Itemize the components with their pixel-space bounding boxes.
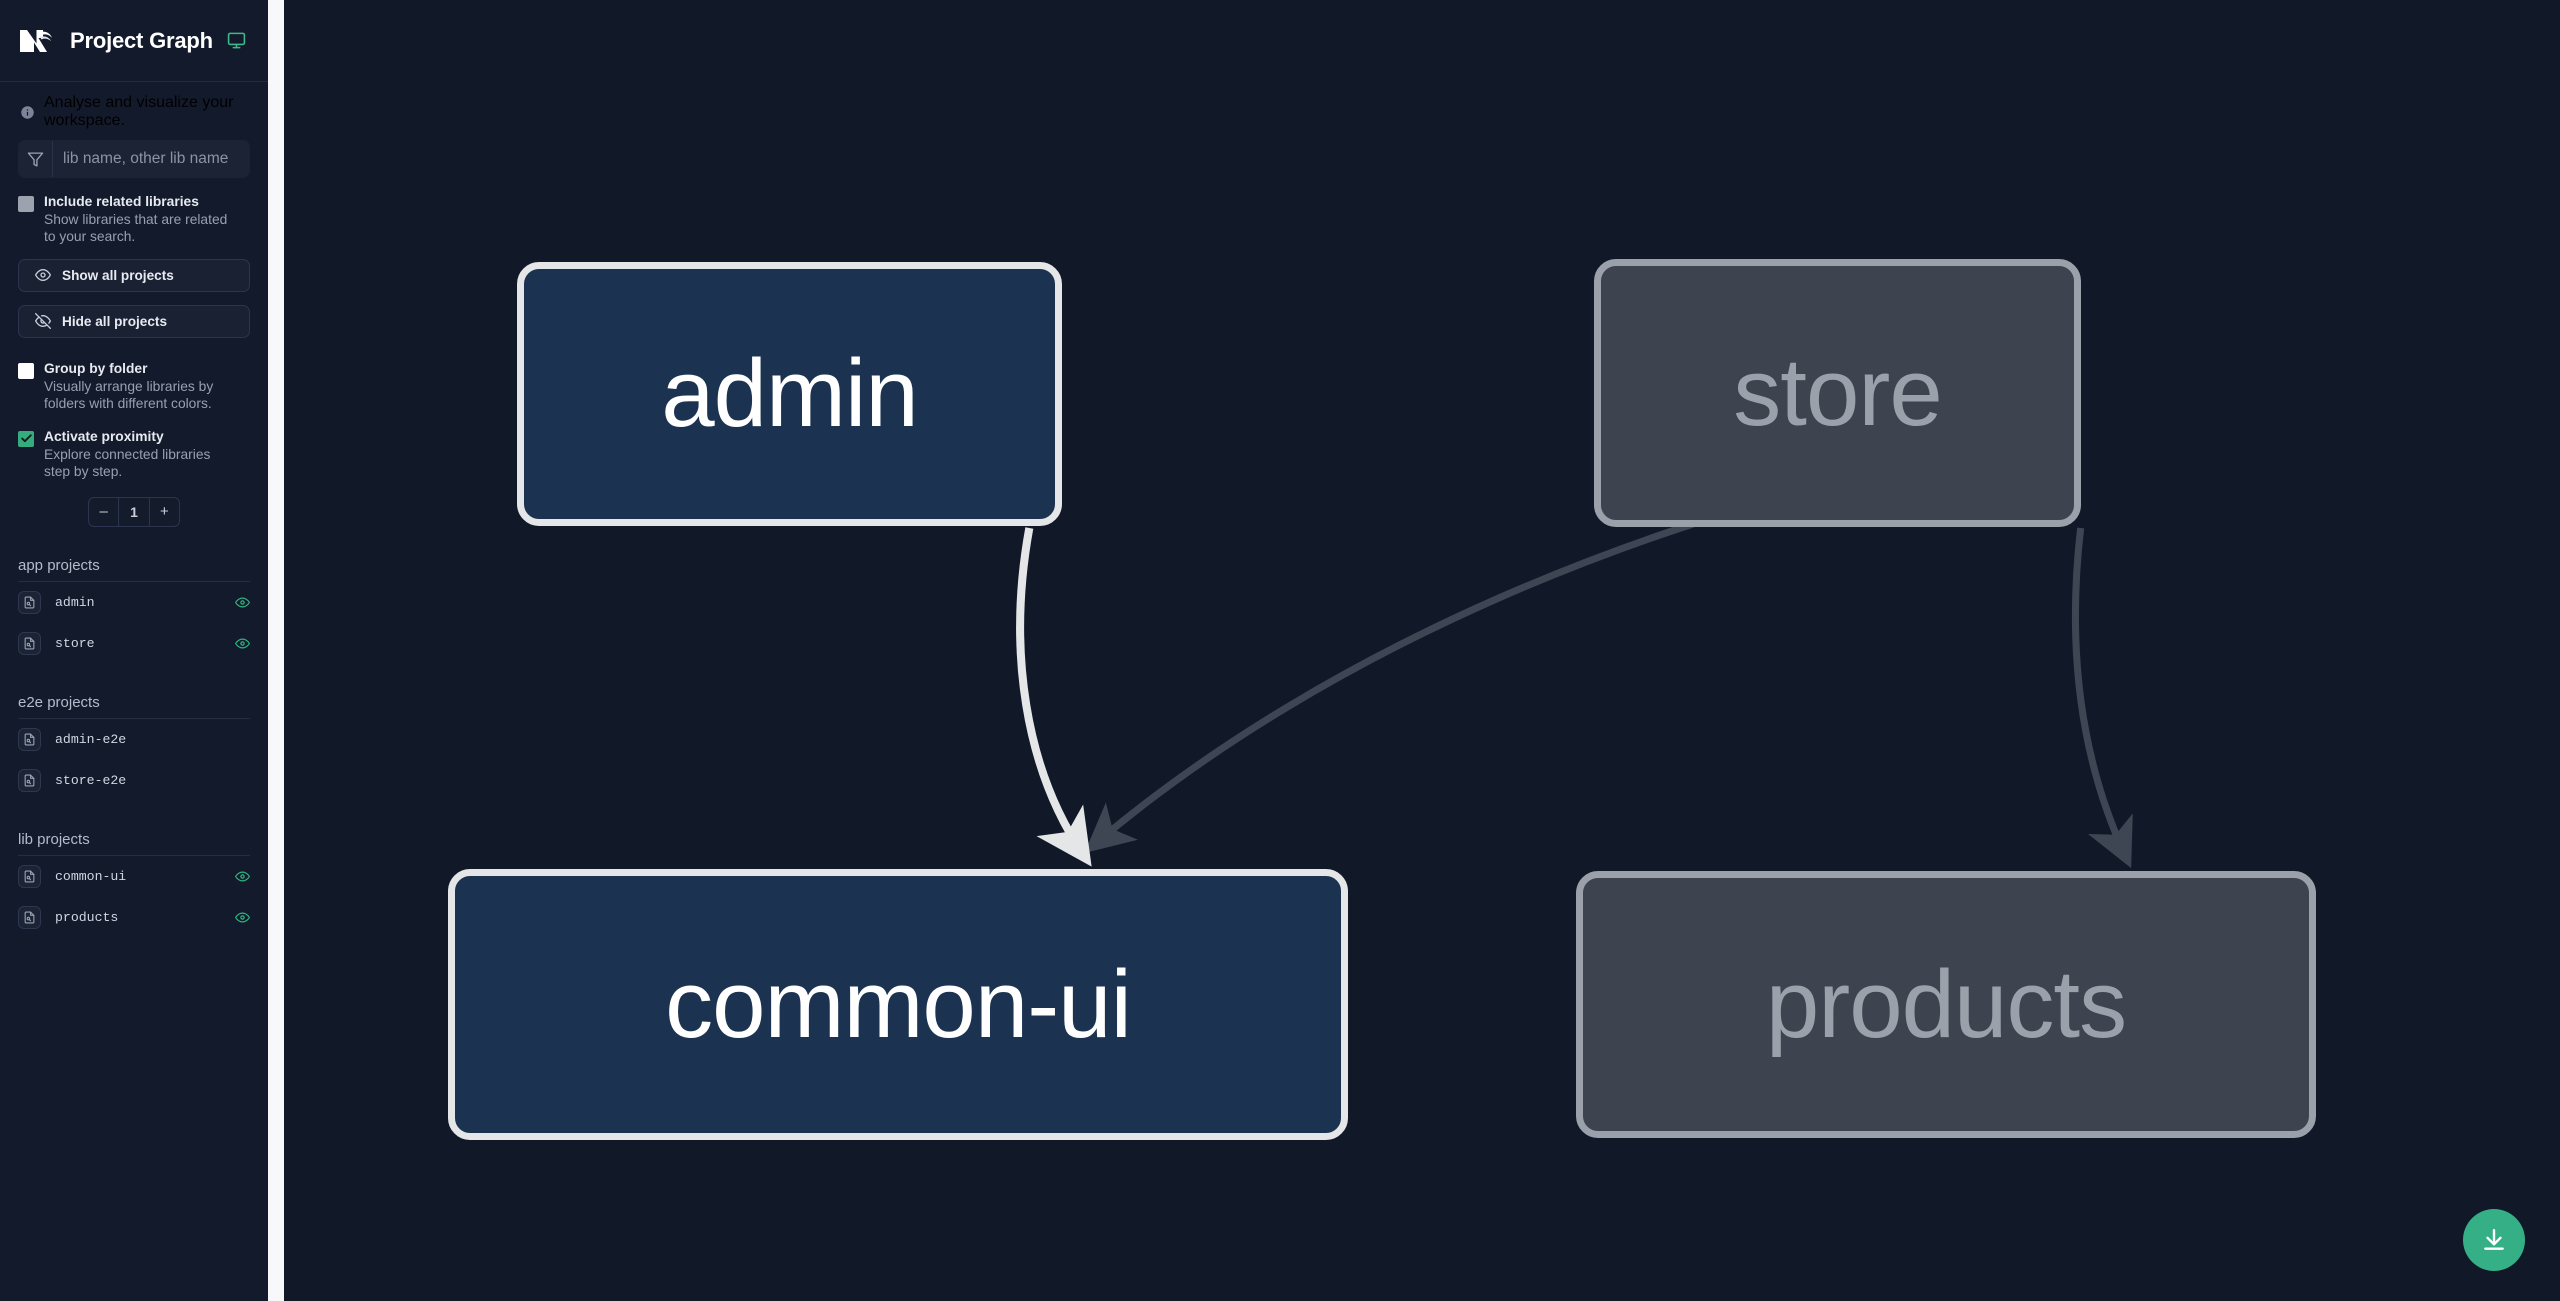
group-by-folder-checkbox[interactable] [18,362,34,379]
project-name: common-ui [55,868,127,884]
project-list-item[interactable]: store-e2e [18,760,250,801]
proximity-value: 1 [118,497,148,526]
graph-node-products[interactable]: products [1576,871,2316,1138]
project-file-icon [18,864,41,888]
filter-icon [19,141,53,177]
project-file-icon [18,727,41,751]
graph-node-label: common-ui [665,950,1132,1058]
eye-off-icon [35,313,51,330]
graph-node-label: admin [661,340,918,447]
graph-node-label: products [1765,950,2127,1058]
option-activate-proximity[interactable]: Activate proximity Explore connected lib… [18,428,250,481]
monitor-icon[interactable] [227,31,246,50]
project-visibility-eye-icon[interactable] [235,869,250,884]
include-related-checkbox[interactable] [18,196,34,212]
download-icon [2484,1229,2504,1250]
graph-node-label: store [1733,339,1942,446]
project-list-item[interactable]: store [18,623,250,664]
project-list-item[interactable]: common-ui [18,856,250,897]
graph-node-common-ui[interactable]: common-ui [448,869,1348,1140]
project-visibility-eye-icon[interactable] [235,595,250,610]
activate-proximity-label: Activate proximity [44,428,164,444]
workspace-description: Analyse and visualize your workspace. [0,82,268,129]
hide-all-projects-button[interactable]: Hide all projects [18,304,250,338]
option-group-by-folder[interactable]: Group by folder Visually arrange librari… [18,360,250,413]
workspace-description-text: Analyse and visualize your workspace. [44,94,234,129]
sidebar-resize-handle[interactable] [268,0,284,1301]
show-all-projects-button[interactable]: Show all projects [18,258,250,292]
project-section-title: e2e projects [18,694,250,719]
project-visibility-eye-icon[interactable] [235,636,250,651]
check-icon [20,434,32,443]
graph-node-store[interactable]: store [1594,259,2081,527]
project-name: admin [55,594,95,610]
project-file-icon [18,590,41,614]
page-title: Project Graph [70,27,213,53]
include-related-label: Include related libraries [44,194,199,209]
option-include-related-libraries[interactable]: Include related libraries Show libraries… [18,193,250,246]
group-by-folder-label: Group by folder [44,360,148,376]
hide-all-projects-label: Hide all projects [62,313,168,329]
project-name: admin-e2e [55,731,127,747]
activate-proximity-description: Explore connected libraries step by step… [44,446,211,480]
proximity-decrement-button[interactable]: – [99,503,108,521]
project-file-icon [18,905,41,929]
project-name: store [55,635,95,651]
edge-store-to-products [2071,527,2133,869]
nx-logo [16,21,56,61]
sidebar-header: Project Graph [0,0,268,82]
project-section: lib projects common-ui products [18,831,250,938]
project-list-item[interactable]: admin-e2e [18,719,250,760]
project-section: e2e projects admin-e2e store-e2e [18,694,250,801]
search-box[interactable] [18,140,250,178]
include-related-description: Show libraries that are related to your … [44,211,228,245]
download-graph-button[interactable] [2463,1209,2525,1271]
search-input[interactable] [53,141,249,177]
sidebar-body: Include related libraries Show libraries… [0,140,268,938]
edge-admin-to-common-ui [1016,527,1092,867]
graph-node-admin[interactable]: admin [517,262,1062,526]
project-list-item[interactable]: products [18,897,250,938]
project-name: products [55,909,119,925]
project-section-title: lib projects [18,831,250,856]
eye-icon [35,269,51,282]
show-all-projects-label: Show all projects [62,267,174,283]
info-icon [20,105,35,120]
project-file-icon [18,768,41,792]
group-by-folder-description: Visually arrange libraries by folders wi… [44,378,214,412]
proximity-stepper[interactable]: – 1 + [88,496,180,527]
sidebar: Project Graph Analyse and visualize your… [0,0,268,1301]
proximity-increment-button[interactable]: + [148,497,179,526]
graph-canvas[interactable]: admin store common-ui products [268,0,2560,1301]
project-file-icon [18,631,41,655]
project-section-title: app projects [18,557,250,582]
project-name: store-e2e [55,772,127,788]
project-visibility-eye-icon[interactable] [235,910,250,925]
project-list-item[interactable]: admin [18,582,250,623]
project-section: app projects admin store [18,557,250,664]
activate-proximity-checkbox[interactable] [18,430,34,447]
project-sections: app projects admin store e2e projects admin-… [18,557,250,938]
